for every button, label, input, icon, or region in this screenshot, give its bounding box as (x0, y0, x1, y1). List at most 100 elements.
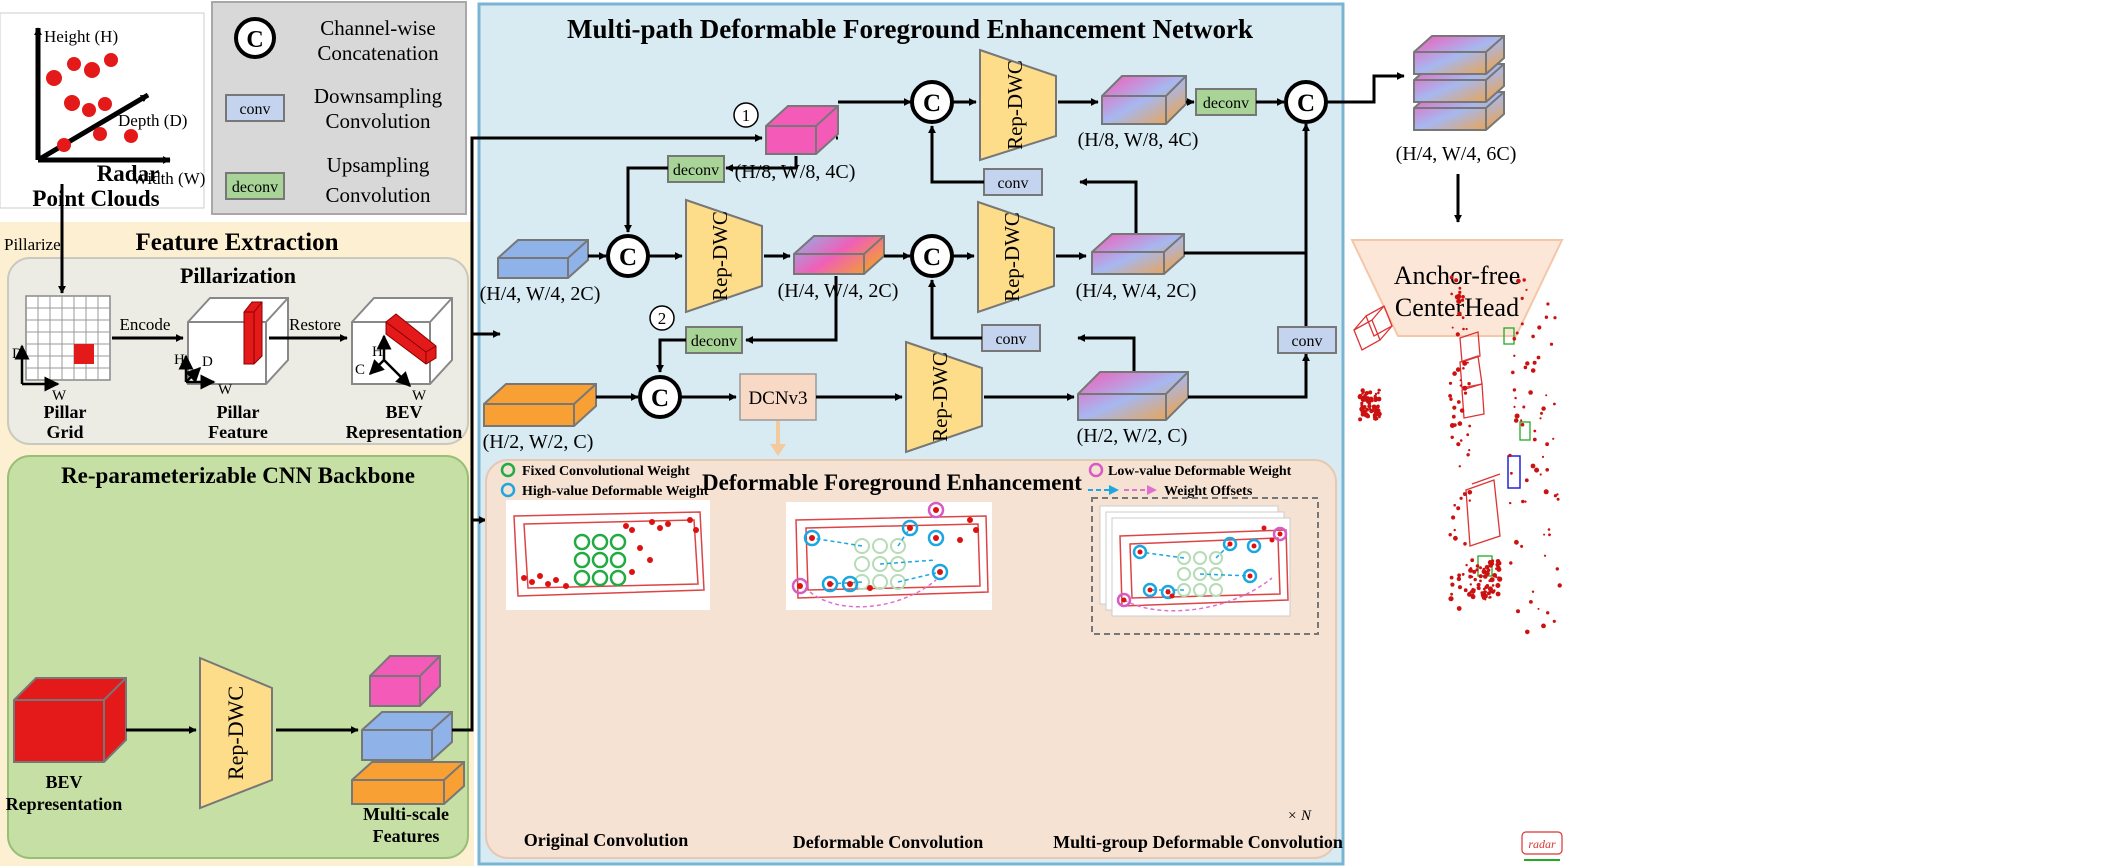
feature-extraction-panel: Feature Extraction Pillarize Pillarizati… (0, 184, 474, 866)
radar-point (1546, 302, 1550, 306)
radar-tag: radar (1528, 837, 1556, 851)
radar-point (1368, 390, 1371, 394)
radar-point (1455, 332, 1460, 337)
radar-point (1481, 595, 1486, 600)
radar-point (1534, 467, 1540, 473)
dim-h2-input: (H/2, W/2, C) (483, 431, 594, 453)
pillarization-title: Pillarization (180, 263, 296, 288)
pillar-feature-line1: Pillar (217, 402, 260, 422)
deconv-h8-to-h4-label: deconv (673, 162, 719, 179)
dim-h4-input: (H/4, W/4, 2C) (480, 283, 601, 305)
radar-point (1475, 568, 1479, 572)
radar-point (1448, 533, 1452, 537)
legend-concat-icon (234, 17, 276, 59)
dim-h4-output: (H/4, W/4, 2C) (1076, 280, 1197, 302)
pillar-feature-cube (187, 297, 289, 385)
feature-axis-d: D (202, 354, 213, 370)
radar-point (1459, 379, 1462, 382)
encode-label: Encode (120, 315, 171, 334)
radar-point (1521, 499, 1525, 504)
dfe-times-n: × N (1287, 808, 1312, 824)
radar-point (1467, 382, 1471, 386)
radar-point (1508, 453, 1512, 458)
deconv-h8-to-h4 (667, 155, 725, 183)
radar-title-line1: Radar (97, 161, 160, 186)
radar-point (1456, 442, 1461, 447)
radar-point (1525, 361, 1530, 366)
radar-point (1360, 412, 1365, 417)
multiscale-features-stack (351, 655, 465, 805)
repdwc-h2-label: Rep-DWC (928, 352, 952, 442)
radar-point (1463, 542, 1467, 546)
radar-point (1556, 493, 1559, 496)
radar-point (1528, 390, 1533, 395)
radar-point (1510, 471, 1513, 475)
radar-point (1453, 535, 1458, 541)
radar-point (1487, 560, 1493, 565)
legend-concat-symbol: C (246, 27, 263, 53)
feature-axis-h: H (174, 352, 185, 368)
conv-h4-to-h8-label: conv (997, 175, 1028, 192)
legend-conv-line1: Downsampling (314, 84, 443, 108)
radar-point (1456, 576, 1462, 582)
conv-h4-to-h8 (983, 168, 1043, 196)
dcnv3-block (739, 373, 817, 421)
radar-point (1374, 392, 1378, 396)
radar-point (1482, 590, 1487, 595)
radar-point (1488, 596, 1491, 599)
radar-point (1450, 582, 1455, 587)
radar-point (1532, 437, 1537, 442)
radar-point (1484, 598, 1487, 601)
radar-point (1461, 573, 1465, 576)
bev-cube (351, 297, 453, 385)
arrow-to-output (1326, 72, 1405, 104)
dfe-legend-offsets: Weight Offsets (1164, 484, 1253, 499)
radar-point (1513, 405, 1516, 408)
radar-point (1449, 275, 1454, 280)
radar-point (1497, 576, 1503, 582)
radar-point (1465, 327, 1468, 331)
radar-point (1524, 478, 1529, 483)
backbone-repdwc-label: Rep-DWC (223, 686, 248, 780)
radar-point (1468, 568, 1473, 573)
radar-point (1512, 388, 1517, 392)
radar-point (1511, 370, 1515, 375)
repdwc-h4-a-label: Rep-DWC (708, 211, 732, 301)
radar-point (1466, 361, 1469, 364)
radar-point (1545, 442, 1549, 447)
radar-point (1468, 574, 1473, 579)
radar-point (1509, 561, 1513, 565)
radar-point (1367, 401, 1371, 405)
dfe-legend-high: High-value Deformable Weight (522, 484, 709, 499)
radar-point (1516, 278, 1521, 284)
radar-point (1465, 563, 1468, 567)
radar-point (1466, 453, 1470, 457)
radar-point (1458, 465, 1462, 468)
radar-point (1466, 433, 1470, 437)
radar-point (1460, 298, 1465, 302)
radar-point (1520, 419, 1523, 422)
radar-point (1360, 403, 1363, 406)
radar-point (1514, 539, 1519, 545)
radar-point (1373, 399, 1377, 402)
radar-point (1365, 407, 1369, 412)
radar-point (1454, 278, 1459, 283)
network-panel: Multi-path Deformable Foreground Enhance… (452, 2, 1345, 866)
radar-point (1357, 394, 1363, 400)
multiscale-line1: Multi-scale (363, 804, 449, 824)
deformable-conv-illustration (786, 501, 992, 610)
radar-point (1459, 439, 1463, 442)
radar-point (1470, 558, 1475, 563)
radar-point (1552, 619, 1556, 623)
radar-point (1530, 368, 1536, 373)
radar-point (1364, 391, 1369, 396)
radar-point (1513, 418, 1519, 423)
radar-point (1378, 396, 1381, 399)
radar-point (1479, 566, 1482, 570)
dfe-panel2-caption: Deformable Convolution (793, 832, 984, 852)
radar-point (1462, 385, 1468, 391)
radar-point (1472, 588, 1476, 592)
conv-h2-to-h4 (981, 324, 1041, 352)
radar-point (1495, 583, 1501, 588)
